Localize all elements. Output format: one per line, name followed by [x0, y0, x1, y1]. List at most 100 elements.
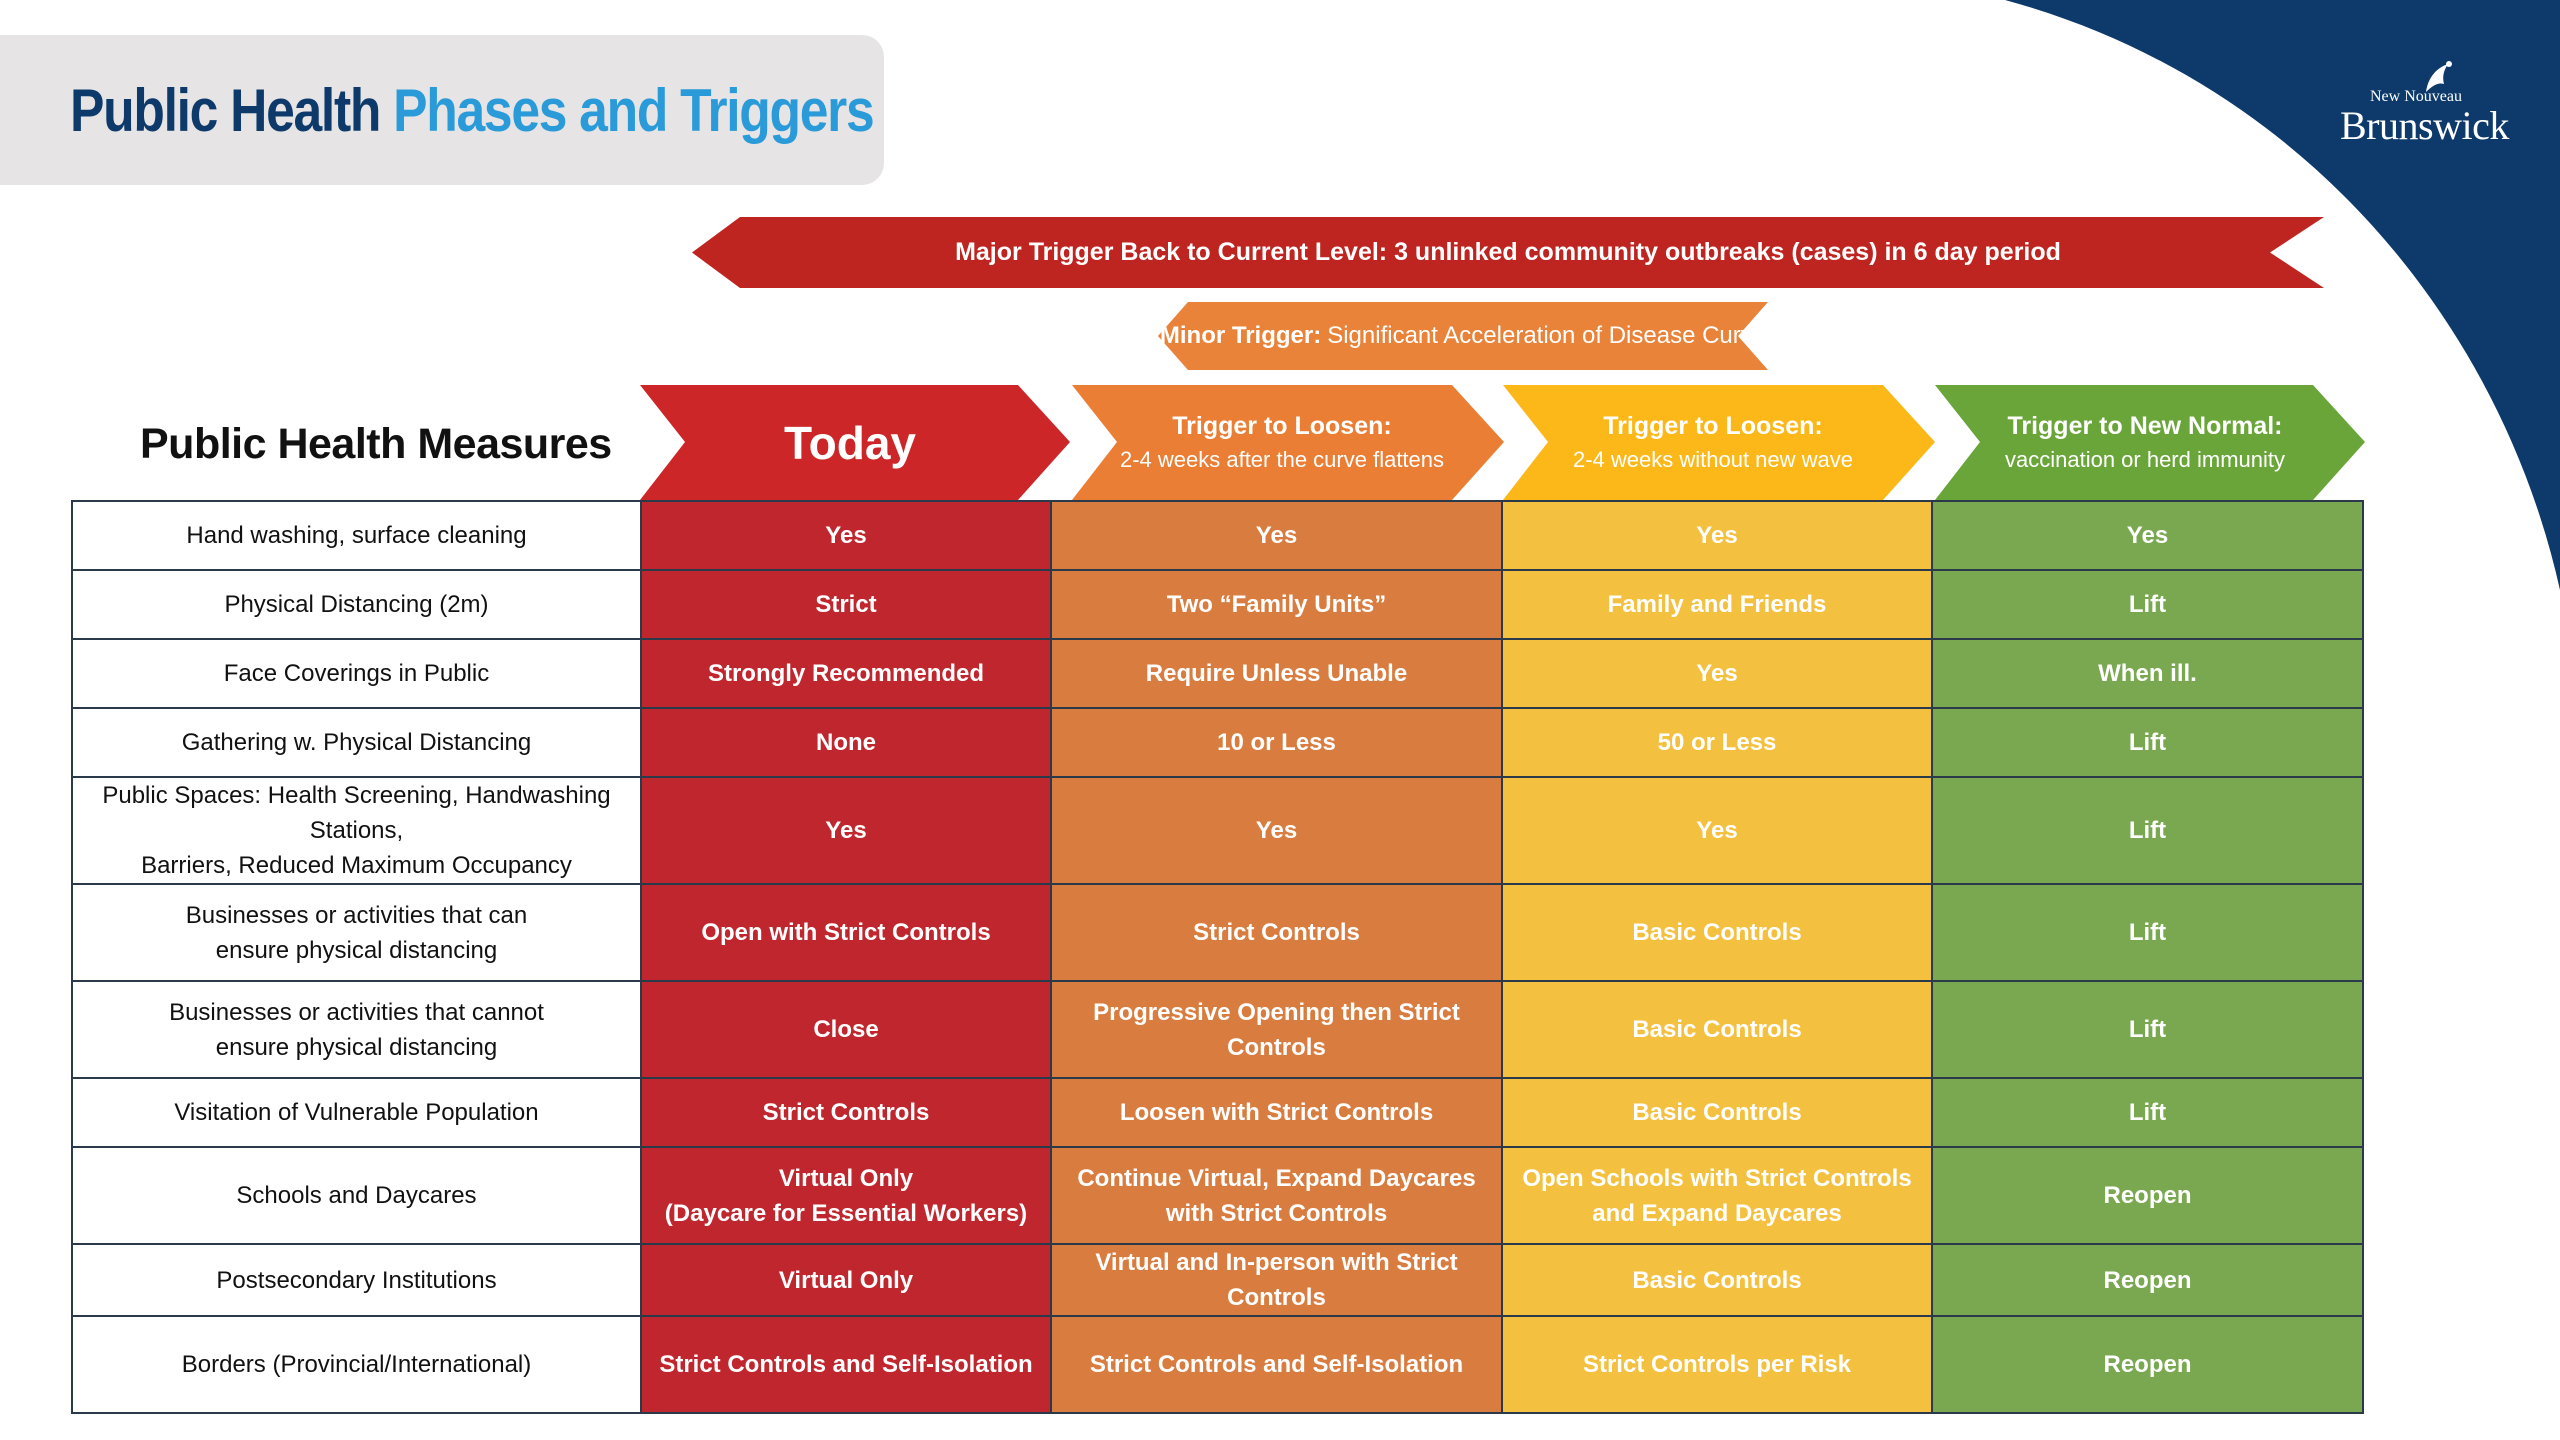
normal-cell: Lift: [1931, 569, 2364, 640]
loosen2-value: 50 or Less: [1657, 729, 1777, 756]
table-row: Borders (Provincial/International) Stric…: [71, 1315, 2364, 1414]
loosen2-value: Yes: [1696, 660, 1738, 687]
loosen1-cell: Yes: [1050, 500, 1503, 571]
measure-cell: Gathering w. Physical Distancing: [71, 707, 642, 778]
today-value: Strict Controls: [762, 1099, 930, 1126]
table-row: Gathering w. Physical Distancing None 10…: [71, 707, 2364, 778]
logo-small-text: New Nouveau: [2370, 88, 2462, 105]
phase-loosen1-header: Trigger to Loosen: 2-4 weeks after the c…: [1072, 385, 1504, 500]
loosen2-value: Basic Controls: [1632, 1266, 1802, 1294]
measure-cell: Public Spaces: Health Screening, Handwas…: [71, 776, 642, 885]
loosen1-value: 10 or Less: [1217, 729, 1336, 756]
measure-label: Face Coverings in Public: [223, 660, 490, 687]
loosen1-value: Yes: [1255, 522, 1298, 549]
loosen2-cell: 50 or Less: [1501, 707, 1933, 778]
loosen2-cell: Basic Controls: [1501, 883, 1933, 982]
logo-big-text: Brunswick: [2340, 103, 2509, 148]
phase-today-shape: [640, 385, 1070, 500]
normal-cell: Reopen: [1931, 1146, 2364, 1245]
page-title-part2: Phases and Triggers: [393, 76, 875, 144]
phase-loosen2-header: Trigger to Loosen: 2-4 weeks without new…: [1503, 385, 1935, 500]
table-row: Face Coverings in Public Strongly Recomm…: [71, 638, 2364, 709]
measure-label: Hand washing, surface cleaning: [186, 522, 527, 549]
phase-loosen2-subtitle: 2-4 weeks without new wave: [1572, 447, 1854, 472]
phase-loosen2-shape: [1503, 385, 1935, 500]
today-cell: Yes: [640, 500, 1052, 571]
page-title: Public Health Phases and Triggers: [70, 76, 875, 145]
measure-label: Gathering w. Physical Distancing: [181, 729, 532, 756]
normal-cell: Lift: [1931, 1077, 2364, 1148]
phase-loosen1-title: Trigger to Loosen:: [1172, 412, 1392, 440]
measure-label: Public Spaces: Health Screening, Handwas…: [102, 782, 611, 879]
normal-value: Reopen: [2103, 1266, 2192, 1294]
loosen1-cell: Virtual and In-person with Strict Contro…: [1050, 1243, 1503, 1317]
loosen2-value: Basic Controls: [1632, 1016, 1802, 1043]
loosen1-cell: Strict Controls: [1050, 883, 1503, 982]
measure-cell: Borders (Provincial/International): [71, 1315, 642, 1414]
today-value: Close: [813, 1016, 879, 1043]
loosen1-value: Strict Controls and Self-Isolation: [1089, 1351, 1464, 1378]
measure-label: Physical Distancing (2m): [224, 591, 489, 618]
minor-trigger-text: Minor Trigger: Significant Acceleration …: [1158, 302, 1768, 370]
phase-normal-shape: [1935, 385, 2365, 500]
loosen2-value: Strict Controls per Risk: [1582, 1351, 1852, 1378]
loosen2-cell: Yes: [1501, 776, 1933, 885]
measure-cell: Visitation of Vulnerable Population: [71, 1077, 642, 1148]
today-value: Virtual Only (Daycare for Essential Work…: [664, 1164, 1028, 1227]
today-value: Yes: [825, 522, 867, 549]
loosen1-cell: Require Unless Unable: [1050, 638, 1503, 709]
measure-label: Schools and Daycares: [236, 1182, 477, 1209]
measure-label: Visitation of Vulnerable Population: [174, 1099, 539, 1126]
today-cell: Strongly Recommended: [640, 638, 1052, 709]
measure-label: Postsecondary Institutions: [216, 1266, 497, 1294]
table-row: Postsecondary Institutions Virtual Only …: [71, 1243, 2364, 1317]
measure-label: Businesses or activities that can ensure…: [185, 901, 528, 964]
measure-cell: Hand washing, surface cleaning: [71, 500, 642, 571]
measure-cell: Schools and Daycares: [71, 1146, 642, 1245]
loosen1-value: Continue Virtual, Expand Daycares with S…: [1077, 1164, 1476, 1227]
today-cell: None: [640, 707, 1052, 778]
loosen1-value: Yes: [1255, 817, 1298, 844]
phase-loosen1-shape: [1072, 385, 1504, 500]
today-cell: Open with Strict Controls: [640, 883, 1052, 982]
major-trigger-banner: Major Trigger Back to Current Level: 3 u…: [692, 217, 2324, 288]
today-cell: Strict: [640, 569, 1052, 640]
today-cell: Virtual Only (Daycare for Essential Work…: [640, 1146, 1052, 1245]
phase-normal-subtitle: vaccination or herd immunity: [2004, 447, 2285, 472]
loosen2-value: Open Schools with Strict Controls and Ex…: [1522, 1164, 1912, 1227]
title-box: Public Health Phases and Triggers: [0, 35, 884, 185]
loosen1-cell: Continue Virtual, Expand Daycares with S…: [1050, 1146, 1503, 1245]
today-value: Strict: [815, 591, 877, 618]
loosen1-cell: Strict Controls and Self-Isolation: [1050, 1315, 1503, 1414]
table-row: Physical Distancing (2m) Strict Two “Fam…: [71, 569, 2364, 640]
normal-value: When ill.: [2098, 660, 2197, 687]
measure-cell: Businesses or activities that can ensure…: [71, 883, 642, 982]
normal-cell: Yes: [1931, 500, 2364, 571]
loosen2-cell: Basic Controls: [1501, 980, 1933, 1079]
table-row: Visitation of Vulnerable Population Stri…: [71, 1077, 2364, 1148]
phase-normal-header: Trigger to New Normal: vaccination or he…: [1935, 385, 2365, 500]
phase-today-title: Today: [783, 416, 917, 469]
loosen2-cell: Basic Controls: [1501, 1243, 1933, 1317]
phase-loosen2-title: Trigger to Loosen:: [1603, 412, 1823, 440]
loosen1-value: Virtual and In-person with Strict Contro…: [1095, 1249, 1458, 1311]
today-cell: Close: [640, 980, 1052, 1079]
today-value: Virtual Only: [778, 1266, 914, 1294]
table-row: Public Spaces: Health Screening, Handwas…: [71, 776, 2364, 885]
table-row: Businesses or activities that can ensure…: [71, 883, 2364, 982]
normal-value: Lift: [2128, 729, 2167, 756]
loosen2-value: Family and Friends: [1607, 591, 1827, 618]
phase-loosen1-subtitle: 2-4 weeks after the curve flattens: [1119, 447, 1445, 472]
page-title-part1: Public Health: [70, 76, 381, 144]
loosen1-value: Two “Family Units”: [1166, 591, 1387, 618]
major-banner-shape: [692, 217, 2324, 288]
normal-cell: Reopen: [1931, 1315, 2364, 1414]
minor-banner-shape: [1158, 302, 1768, 370]
loosen1-cell: Two “Family Units”: [1050, 569, 1503, 640]
loosen2-value: Basic Controls: [1632, 1099, 1802, 1126]
minor-trigger-banner: Minor Trigger: Significant Acceleration …: [1158, 302, 1768, 370]
normal-cell: When ill.: [1931, 638, 2364, 709]
loosen1-cell: Loosen with Strict Controls: [1050, 1077, 1503, 1148]
measure-label: Businesses or activities that cannot ens…: [169, 998, 544, 1061]
normal-cell: Lift: [1931, 980, 2364, 1079]
